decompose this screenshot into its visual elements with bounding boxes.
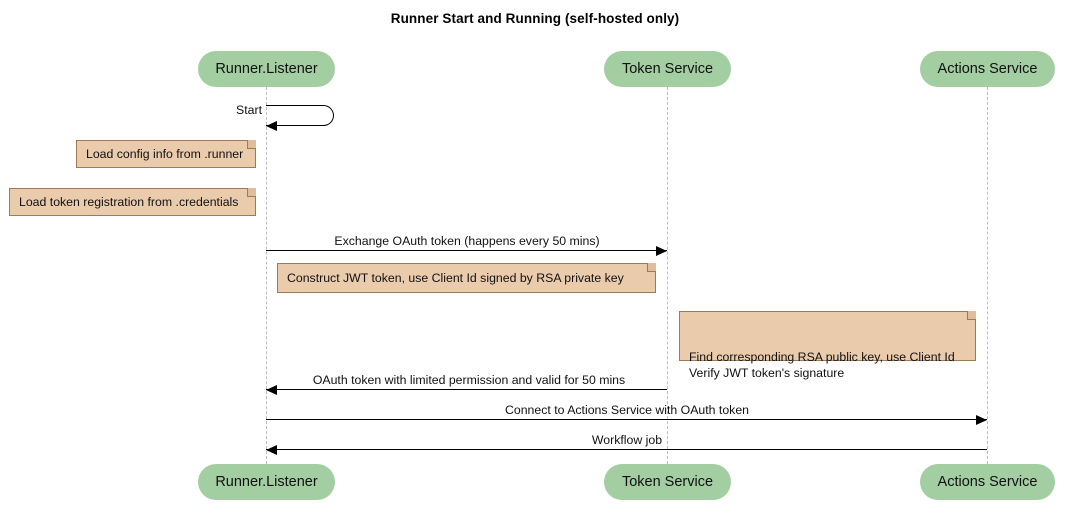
lifeline-actions bbox=[987, 87, 988, 464]
message-arrowhead-workflow-job bbox=[266, 445, 277, 455]
participant-label: Actions Service bbox=[937, 61, 1038, 77]
message-self-loop-start bbox=[266, 105, 334, 126]
message-line-connect-actions-service bbox=[266, 419, 987, 420]
lifeline-runner bbox=[266, 87, 267, 464]
note-text: Construct JWT token, use Client Id signe… bbox=[287, 271, 624, 285]
message-line-exchange-oauth-token bbox=[266, 250, 667, 251]
note-load-config: Load config info from .runner bbox=[76, 140, 256, 168]
participant-label: Token Service bbox=[621, 61, 714, 77]
participant-label: Runner.Listener bbox=[215, 61, 318, 77]
message-line-workflow-job bbox=[266, 449, 987, 450]
participant-label: Runner.Listener bbox=[215, 474, 318, 490]
message-label-oauth-token-return: OAuth token with limited permission and … bbox=[312, 373, 626, 387]
note-fold-icon bbox=[647, 263, 656, 272]
diagram-title: Runner Start and Running (self-hosted on… bbox=[390, 11, 680, 26]
participant-token-top[interactable]: Token Service bbox=[604, 51, 731, 87]
message-arrowhead-connect-actions-service bbox=[976, 415, 987, 425]
message-label-workflow-job: Workflow job bbox=[591, 433, 663, 447]
message-label-connect-actions-service: Connect to Actions Service with OAuth to… bbox=[504, 403, 750, 417]
participant-label: Token Service bbox=[621, 474, 714, 490]
note-text: Load config info from .runner bbox=[86, 147, 244, 161]
participant-runner-bottom[interactable]: Runner.Listener bbox=[198, 464, 335, 500]
message-line-oauth-token-return bbox=[266, 389, 667, 390]
message-label-start: Start bbox=[236, 103, 262, 117]
message-arrowhead-exchange-oauth-token bbox=[656, 246, 667, 256]
note-fold-icon bbox=[967, 311, 976, 320]
message-label-exchange-oauth-token: Exchange OAuth token (happens every 50 m… bbox=[334, 234, 600, 248]
note-verify-jwt-signature: Find corresponding RSA public key, use C… bbox=[679, 311, 976, 380]
note-fold-icon bbox=[247, 188, 256, 197]
note-text: Find corresponding RSA public key, use C… bbox=[689, 350, 955, 380]
message-arrowhead-start bbox=[266, 121, 277, 131]
participant-actions-bottom[interactable]: Actions Service bbox=[920, 464, 1055, 500]
participant-label: Actions Service bbox=[937, 474, 1038, 490]
participant-runner-top[interactable]: Runner.Listener bbox=[198, 51, 335, 87]
note-construct-jwt-token: Construct JWT token, use Client Id signe… bbox=[277, 263, 656, 293]
note-load-token-registration: Load token registration from .credential… bbox=[9, 188, 256, 216]
message-arrowhead-oauth-token-return bbox=[266, 385, 277, 395]
lifeline-token bbox=[667, 87, 668, 464]
participant-token-bottom[interactable]: Token Service bbox=[604, 464, 731, 500]
note-text: Load token registration from .credential… bbox=[19, 195, 239, 209]
participant-actions-top[interactable]: Actions Service bbox=[920, 51, 1055, 87]
note-fold-icon bbox=[247, 140, 256, 149]
